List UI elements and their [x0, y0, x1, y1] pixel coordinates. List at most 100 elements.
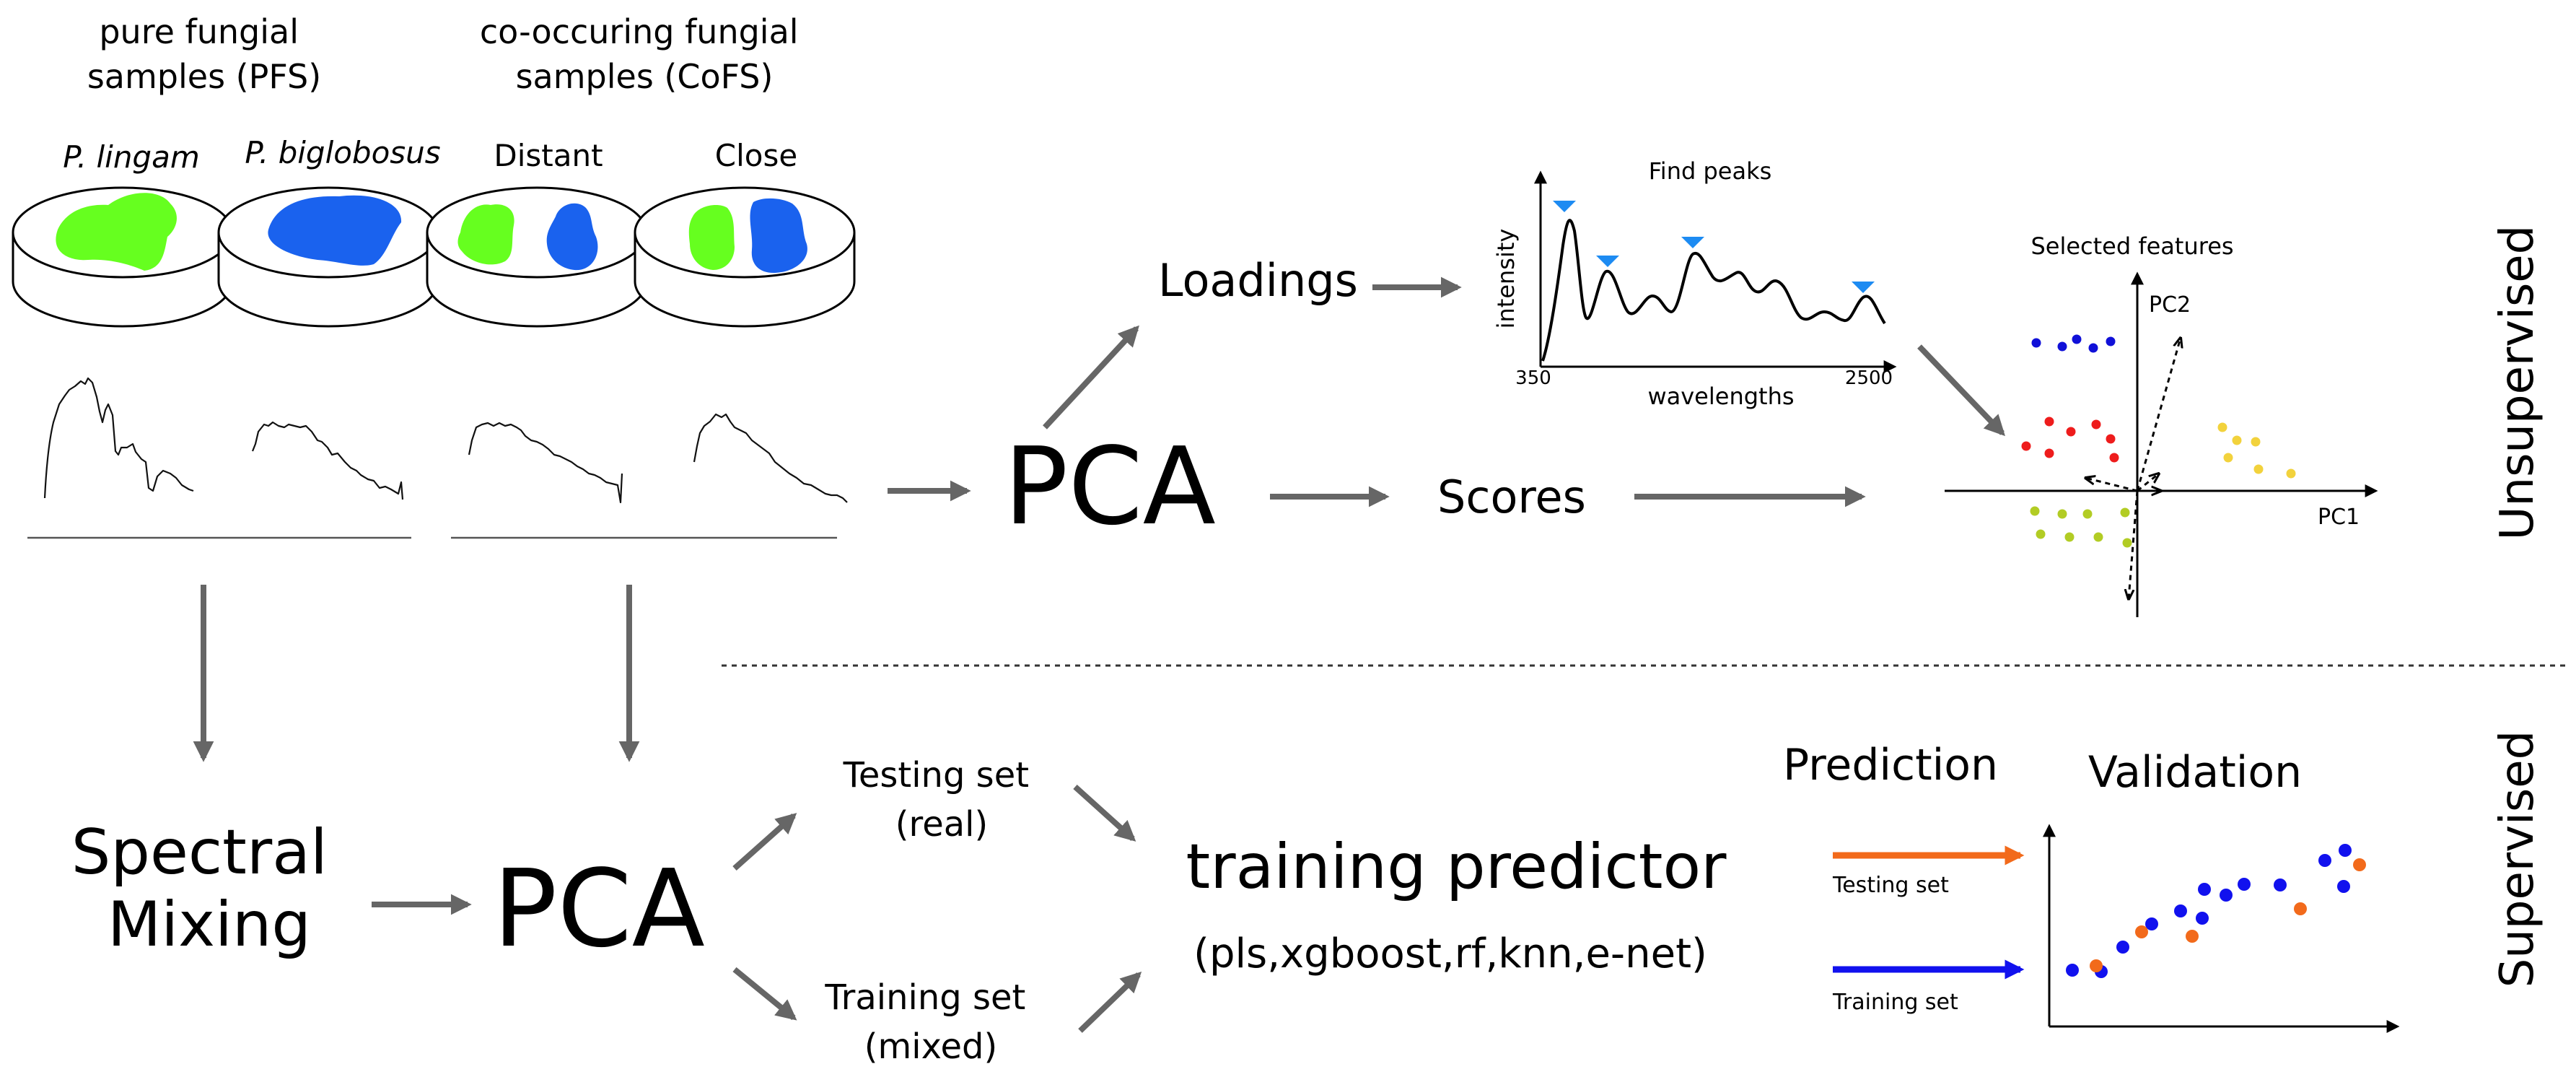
scatter-point	[2030, 506, 2040, 516]
scatter-point	[2294, 902, 2307, 915]
scatter-point	[2082, 509, 2093, 519]
unsupervised-label: Unsupervised	[2491, 225, 2544, 541]
arrow-pca-to-loadings	[1043, 325, 1139, 430]
scatter-point	[2057, 509, 2067, 519]
scatter-point	[2145, 917, 2158, 930]
peak-marker-icon	[1852, 282, 1875, 293]
scatter-point	[2064, 532, 2075, 542]
fungus-blue-blob	[750, 198, 807, 273]
scatter-point	[2036, 529, 2046, 539]
sample-label-distant: Distant	[494, 138, 603, 173]
scatter-point	[2066, 427, 2076, 437]
peaks-curve	[1541, 219, 1886, 362]
spectrum-p-biglobosus	[251, 421, 404, 500]
pfs-label-line2: samples (PFS)	[87, 57, 321, 96]
training-predictor-label: training predictor	[1186, 831, 1727, 903]
cofs-label-line2: samples (CoFS)	[516, 57, 774, 96]
pc2-label: PC2	[2149, 292, 2191, 318]
pc1-label: PC1	[2318, 505, 2360, 530]
scatter-point	[2353, 858, 2366, 871]
validation-points	[2066, 844, 2366, 978]
validation-label: Validation	[2088, 747, 2302, 798]
arrow-pca-to-testing	[732, 813, 797, 871]
flow-arrows	[193, 276, 2005, 1033]
pca-score-plot: Selected features PC1 PC2	[1945, 232, 2378, 617]
pfs-label-line1: pure fungial	[99, 12, 299, 51]
scatter-point	[2196, 912, 2209, 925]
pca-label-bottom: PCA	[493, 847, 705, 971]
scatter-point	[2021, 441, 2031, 451]
score-plot-title: Selected features	[2030, 232, 2233, 260]
cofs-label-line1: co-occuring fungial	[480, 12, 799, 51]
score-points	[2021, 334, 2296, 548]
scores-label: Scores	[1437, 471, 1586, 523]
scatter-point	[2106, 336, 2116, 346]
scatter-point	[2106, 434, 2116, 444]
scatter-point	[2174, 904, 2187, 917]
scatter-point	[2318, 854, 2331, 867]
scatter-point	[2337, 880, 2350, 893]
scatter-point	[2238, 878, 2251, 891]
peaks-ylabel: intensity	[1492, 229, 1520, 329]
scatter-point	[2116, 941, 2129, 954]
scatter-point	[2091, 419, 2101, 430]
arrow-peaks-to-plot	[1917, 344, 2005, 437]
training-set-line2: (mixed)	[864, 1026, 997, 1067]
models-list-label: (pls,xgboost,rf,knn,e-net)	[1193, 930, 1707, 977]
peaks-xmin-label: 350	[1515, 367, 1551, 389]
fungus-green-blob	[688, 205, 735, 270]
scatter-point	[2031, 338, 2041, 348]
peak-marker-icon	[1681, 237, 1704, 248]
peak-marker-icon	[1596, 256, 1619, 267]
spectra-sketches	[43, 377, 848, 504]
find-peaks-plot: Find peaks intensity wavelengths 350 250…	[1492, 157, 1897, 410]
spectral-mixing-line1: Spectral	[71, 816, 328, 889]
prediction-label: Prediction	[1783, 740, 1998, 790]
peak-marker-icon	[1553, 201, 1576, 212]
petri-dish-close	[634, 186, 856, 328]
loading-vector	[2085, 478, 2138, 492]
spectrum-close	[693, 413, 848, 503]
scatter-point	[2217, 422, 2227, 432]
scatter-point	[2186, 930, 2199, 943]
supervised-label: Supervised	[2491, 731, 2544, 988]
scatter-point	[2253, 464, 2264, 474]
scatter-point	[2223, 453, 2233, 463]
petri-dish-distant	[426, 186, 648, 328]
spectrum-distant	[468, 422, 623, 504]
validation-plot	[2043, 824, 2400, 1033]
fungus-green-blob	[457, 204, 514, 265]
pca-label-top: PCA	[1004, 424, 1216, 549]
scatter-point	[2122, 538, 2132, 548]
scatter-point	[2339, 844, 2352, 857]
spectral-mixing-label: Spectral Mixing	[71, 816, 347, 961]
arrow-testing-to-predictor	[1073, 785, 1136, 842]
scatter-point	[2088, 343, 2098, 353]
scatter-point	[2090, 959, 2103, 972]
scatter-point	[2057, 341, 2067, 352]
peaks-xmax-label: 2500	[1845, 367, 1893, 389]
peak-markers	[1553, 201, 1875, 293]
scatter-point	[2286, 468, 2296, 479]
pfs-group-label: pure fungial samples (PFS)	[87, 12, 321, 96]
petri-dish-p-biglobosus	[217, 186, 439, 328]
arrow-training-to-predictor	[1078, 972, 1142, 1033]
sample-label-p-biglobosus: P. biglobosus	[245, 135, 440, 170]
arrow-pca-to-training	[732, 967, 797, 1021]
legend-training-label: Training set	[1832, 990, 1958, 1015]
scatter-point	[2044, 448, 2054, 458]
loading-vector	[2137, 474, 2159, 492]
spectral-mixing-line2: Mixing	[108, 889, 311, 961]
petri-dish-p-lingam	[12, 186, 234, 328]
fungus-blue-blob	[268, 195, 402, 266]
scatter-point	[2093, 532, 2103, 542]
scatter-point	[2066, 964, 2079, 977]
find-peaks-title: Find peaks	[1649, 157, 1772, 185]
scatter-point	[2251, 437, 2261, 447]
scatter-point	[2274, 878, 2287, 891]
testing-set-line2: (real)	[895, 804, 988, 845]
testing-set-label: Testing set (real)	[843, 755, 1041, 845]
spectrum-p-lingam	[43, 377, 194, 499]
scatter-point	[2109, 453, 2119, 463]
